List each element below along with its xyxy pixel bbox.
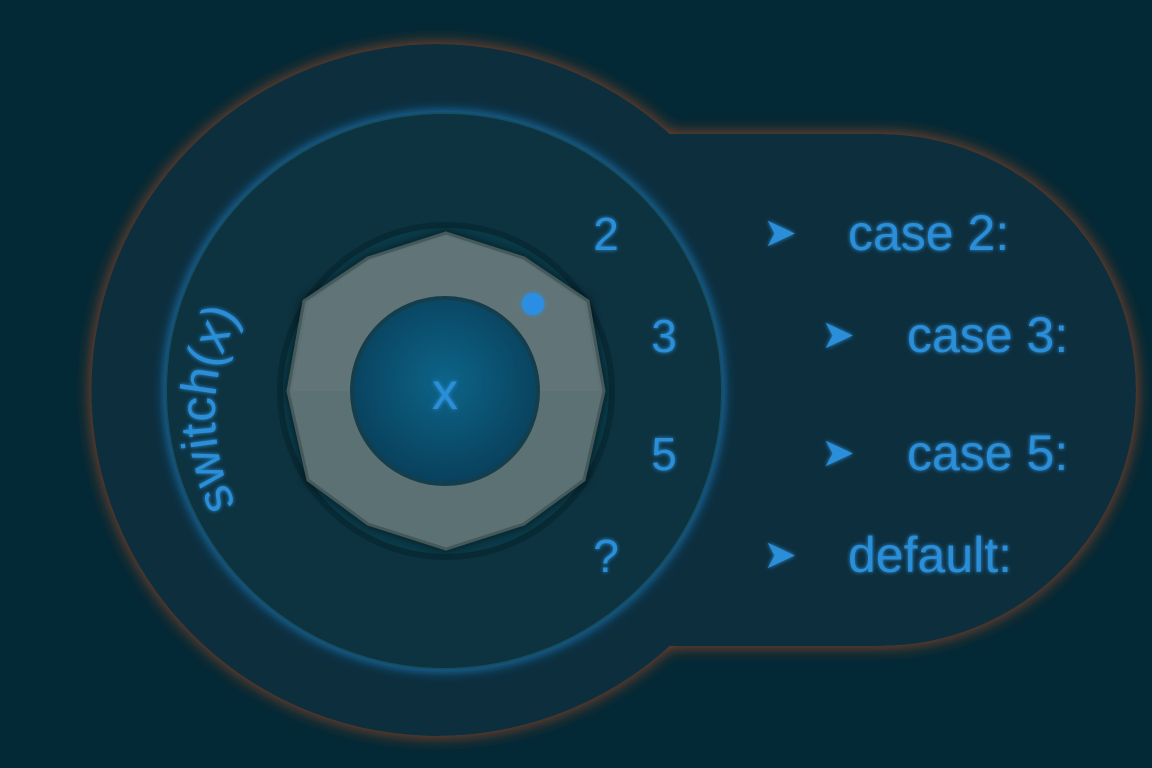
arrow-icon: ➤: [821, 431, 855, 475]
case-label: case 3:: [907, 307, 1068, 363]
dial-position-label: 2: [593, 208, 619, 260]
arrow-icon: ➤: [763, 533, 797, 577]
case-row-5: ➤ case 5:: [821, 425, 1068, 481]
arrow-icon: ➤: [821, 313, 855, 357]
dial-hub: [350, 296, 540, 486]
case-row-2: ➤ case 2:: [763, 205, 1009, 261]
dial-position-label: 3: [651, 310, 677, 362]
case-label: case 5:: [907, 425, 1068, 481]
case-row-3: ➤ case 3:: [821, 307, 1068, 363]
dial-center-label: x: [432, 363, 458, 421]
case-label: default:: [848, 527, 1012, 583]
arrow-icon: ➤: [763, 211, 797, 255]
dial-position-label: 5: [651, 428, 677, 480]
case-row-default: ➤ default:: [763, 527, 1012, 583]
case-label: case 2:: [848, 205, 1009, 261]
dial-position-label: ?: [593, 530, 619, 582]
dial-indicator-dot: [522, 293, 544, 315]
